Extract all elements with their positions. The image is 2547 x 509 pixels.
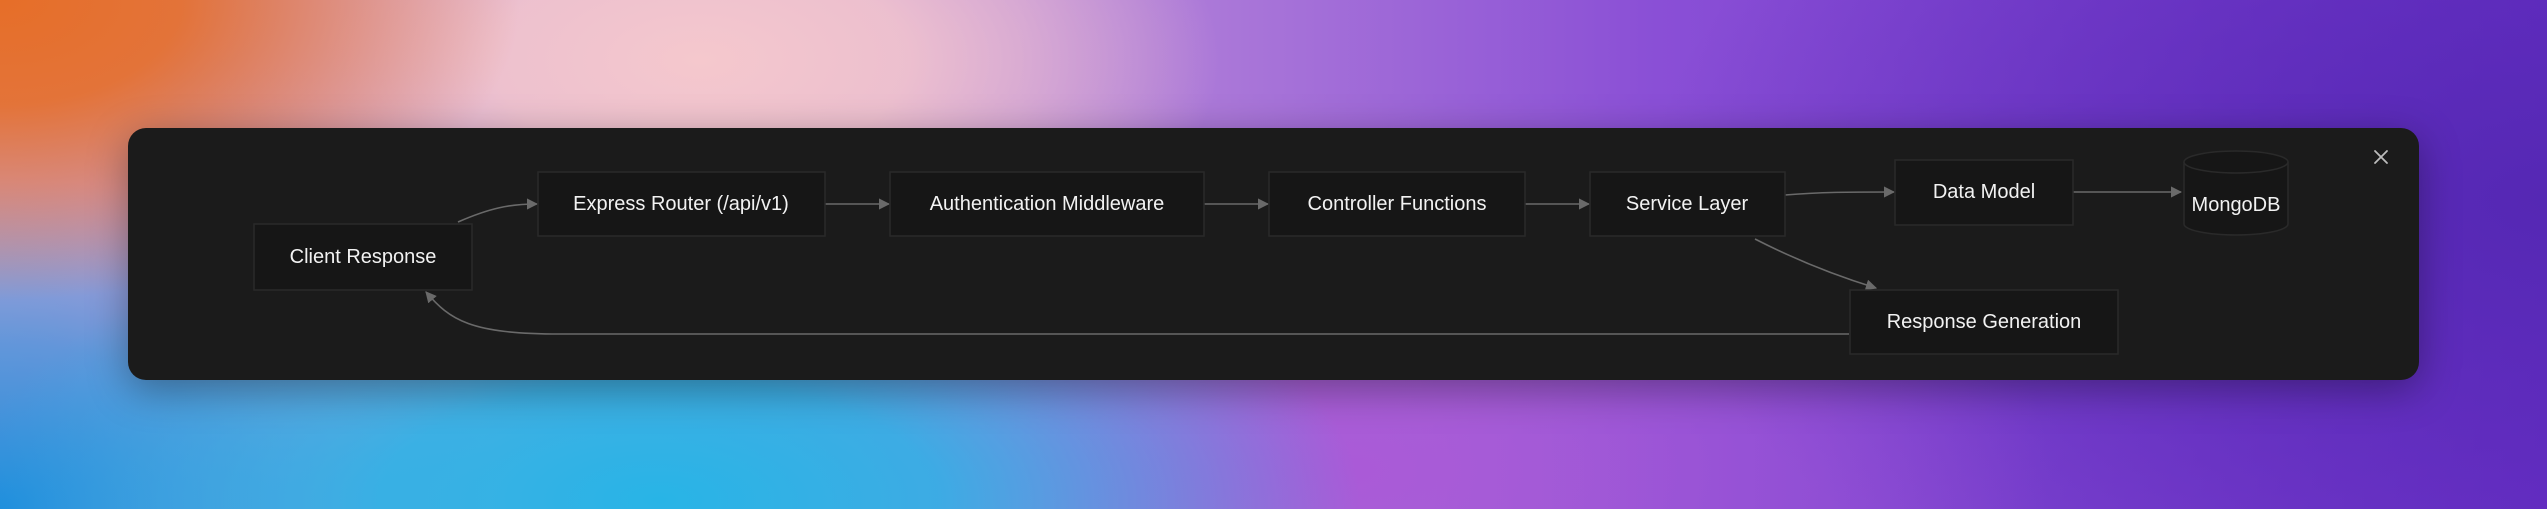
node-data-model[interactable]: Data Model (1894, 159, 2074, 226)
node-response-generation-label: Response Generation (1887, 311, 2082, 333)
node-client-response[interactable]: Client Response (253, 223, 473, 291)
node-data-model-label: Data Model (1933, 181, 2035, 203)
node-express-router-label: Express Router (/api/v1) (573, 193, 789, 215)
node-authentication-middleware[interactable]: Authentication Middleware (889, 171, 1205, 237)
node-controller-functions-label: Controller Functions (1308, 193, 1487, 215)
node-response-generation[interactable]: Response Generation (1849, 289, 2119, 355)
node-mongodb-label: MongoDB (2192, 194, 2281, 216)
node-service-layer-label: Service Layer (1626, 193, 1749, 215)
node-authentication-middleware-label: Authentication Middleware (930, 193, 1165, 215)
edge-service-to-datamodel (1784, 186, 1896, 198)
close-icon (2374, 150, 2388, 164)
node-service-layer[interactable]: Service Layer (1589, 171, 1786, 237)
edge-service-to-response (1754, 238, 1878, 291)
node-express-router[interactable]: Express Router (/api/v1) (537, 171, 826, 237)
node-mongodb[interactable]: MongoDB (2183, 150, 2289, 236)
edge-response-to-client (425, 291, 1849, 335)
close-button[interactable] (2366, 142, 2396, 172)
edge-client-to-router (457, 198, 539, 223)
node-client-response-label: Client Response (290, 246, 437, 268)
node-controller-functions[interactable]: Controller Functions (1268, 171, 1526, 237)
